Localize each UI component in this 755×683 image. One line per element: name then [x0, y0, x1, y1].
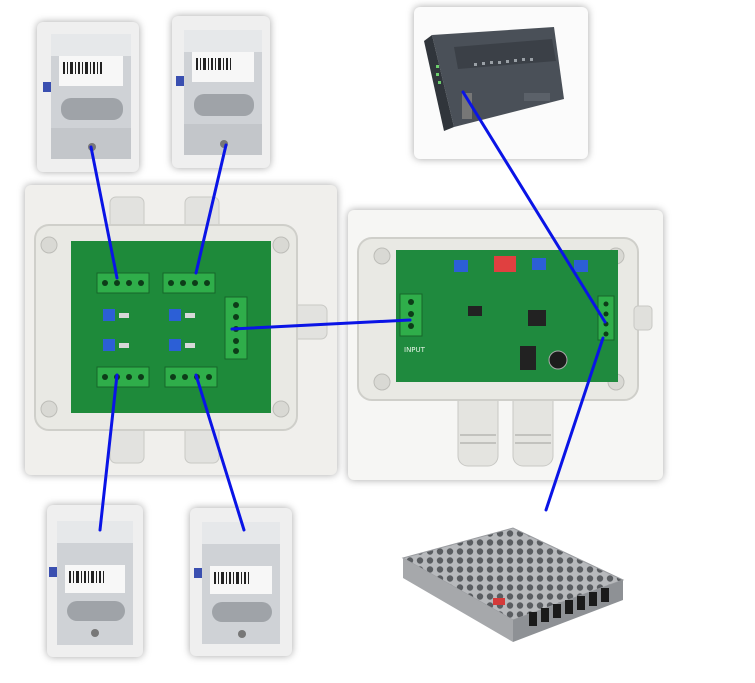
power-supply [395, 520, 630, 650]
load-cell-bottom-left [47, 505, 143, 657]
input-port-label: INPUT [404, 346, 426, 354]
load-cell-top-left [37, 22, 139, 172]
plc [414, 7, 588, 159]
transmitter-box: INPUT [348, 210, 663, 480]
load-cell-top-right [172, 16, 270, 168]
junction-box [25, 185, 337, 475]
load-cell-bottom-right [190, 508, 292, 656]
